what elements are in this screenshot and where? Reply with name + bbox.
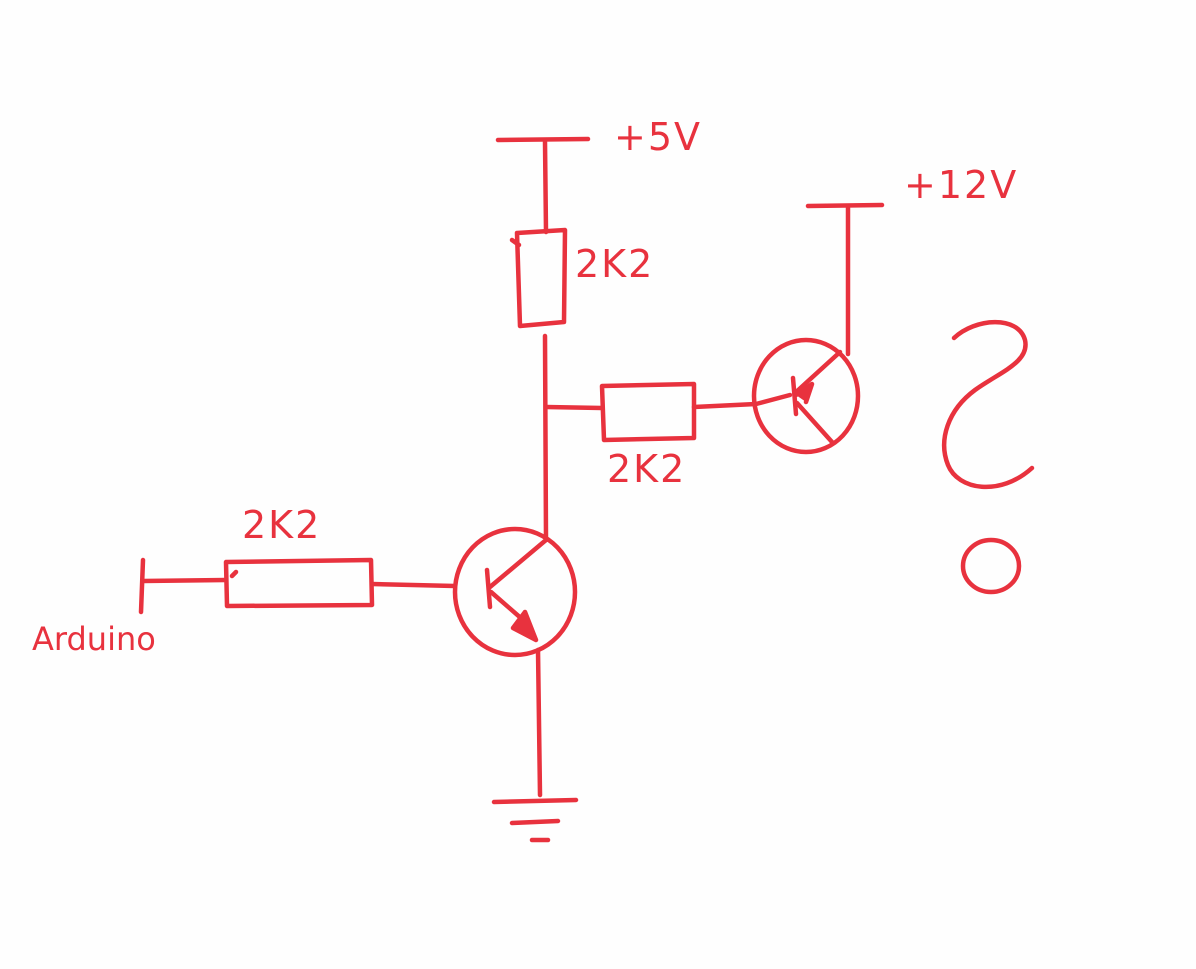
coil-terminal — [960, 537, 1022, 595]
supply-12v-rail — [805, 202, 885, 357]
label-plus-5v: +5V — [614, 115, 702, 159]
resistor-collector — [509, 227, 568, 329]
resistor-input — [138, 557, 458, 615]
label-arduino: Arduino — [32, 620, 156, 658]
label-plus-12v: +12V — [904, 163, 1018, 207]
label-resistor-bridge: 2K2 — [607, 447, 686, 491]
label-resistor-collector: 2K2 — [575, 242, 654, 286]
label-resistor-input: 2K2 — [242, 503, 321, 547]
npn-transistor — [452, 526, 578, 658]
collector-node-wire — [542, 333, 605, 543]
resistor-bridge — [599, 381, 759, 443]
supply-5v-rail — [495, 136, 591, 235]
ground-symbol — [491, 647, 579, 843]
coil-symbol — [942, 319, 1035, 490]
pnp-transistor — [751, 337, 861, 455]
